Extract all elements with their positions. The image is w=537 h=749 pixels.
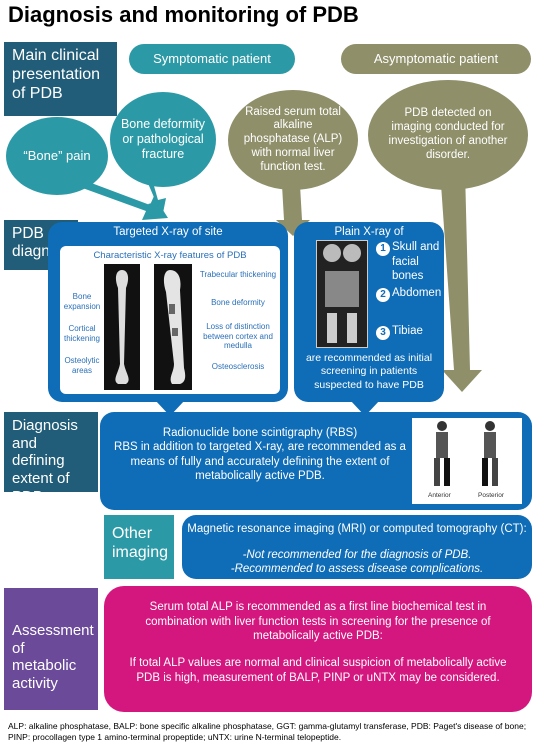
rbs-box: Radionuclide bone scintigraphy (RBS) RBS… — [100, 412, 532, 510]
symptomatic-patient-pill: Symptomatic patient — [129, 44, 295, 74]
label-other-imaging: Other imaging — [104, 515, 174, 579]
feature-osteolytic-areas: Osteolytic areas — [64, 356, 100, 375]
xray-features-panel: Characteristic X-ray features of PDB Bon… — [60, 246, 280, 394]
plain-item-skull: Skull and facial bones — [392, 241, 440, 283]
mri-box: Magnetic resonance imaging (MRI) or comp… — [182, 515, 532, 579]
label-diagnosis-extent: Diagnosis and defining extent of PDB — [4, 412, 98, 505]
mri-recommended: -Recommended to assess disease complicat… — [230, 563, 484, 575]
plain-xray-header: Plain X-ray of — [334, 226, 404, 238]
bone-scan-image — [434, 421, 498, 486]
xray-image-left — [104, 264, 140, 390]
blue-pointer-right — [350, 400, 380, 416]
plain-item-1-num: 1 — [376, 238, 390, 256]
scan-label-posterior: Posterior — [478, 492, 505, 499]
feature-bone-expansion: Bone expansion — [63, 292, 101, 311]
bone-scan-panel: Anterior Posterior — [412, 418, 522, 504]
page-title: Diagnosis and monitoring of PDB — [8, 2, 359, 27]
plain-item-3-num: 3 — [376, 322, 390, 340]
feature-bone-deformity: Bone deformity — [211, 298, 265, 307]
plain-xray-footer: are recommended as initial screening in … — [305, 352, 433, 391]
alp-first-line: Serum total ALP is recommended as a firs… — [145, 601, 491, 643]
alp-second-line: If total ALP values are normal and clini… — [129, 657, 507, 684]
label-assessment: Assessment of metabolic activity — [4, 588, 98, 710]
xray-panel-title: Characteristic X-ray features of PDB — [93, 250, 247, 261]
scan-label-anterior: Anterior — [428, 492, 451, 499]
feature-osteosclerosis: Osteosclerosis — [211, 362, 265, 371]
feature-cortical-thickening: Cortical thickening — [63, 324, 101, 343]
mri-not-recommended: -Not recommended for the diagnosis of PD… — [242, 549, 472, 561]
mri-title: Magnetic resonance imaging (MRI) or comp… — [187, 523, 527, 535]
teal-arrow-pain — [66, 175, 168, 220]
bone-pain-bubble: “Bone” pain — [6, 117, 108, 195]
bone-deformity-bubble: Bone deformity or pathological fracture — [110, 92, 216, 187]
feature-loss-distinction: Loss of distinction between cortex and m… — [203, 322, 273, 351]
xray-image-right — [154, 264, 192, 390]
plain-xray-box: Plain X-ray of 1 Skull and facial bones … — [294, 222, 444, 402]
rbs-title: Radionuclide bone scintigraphy (RBS) — [162, 427, 358, 439]
targeted-xray-box: Targeted X-ray of site Characteristic X-… — [48, 222, 288, 402]
plain-xray-image — [316, 240, 368, 348]
rbs-description: RBS in addition to targeted X-ray, are r… — [114, 441, 406, 483]
detected-imaging-bubble: PDB detected on imaging conducted for in… — [368, 80, 528, 190]
targeted-xray-header: Targeted X-ray of site — [113, 226, 223, 238]
blue-pointer-left — [155, 400, 185, 416]
asymptomatic-patient-pill: Asymptomatic patient — [341, 44, 531, 74]
abbreviations-footnote: ALP: alkaline phosphatase, BALP: bone sp… — [8, 721, 527, 742]
plain-item-tibiae: Tibiae — [392, 325, 423, 337]
label-main-clinical: Main clinical presentation of PDB — [4, 42, 117, 116]
plain-item-abdomen: Abdomen — [392, 287, 442, 299]
raised-alp-bubble: Raised serum total alkaline phosphatase … — [228, 90, 358, 190]
feature-trabecular-thickening: Trabecular thickening — [199, 270, 277, 279]
plain-item-2-num: 2 — [376, 284, 390, 302]
alp-box: Serum total ALP is recommended as a firs… — [104, 586, 532, 712]
olive-flow-arrow — [440, 170, 482, 392]
